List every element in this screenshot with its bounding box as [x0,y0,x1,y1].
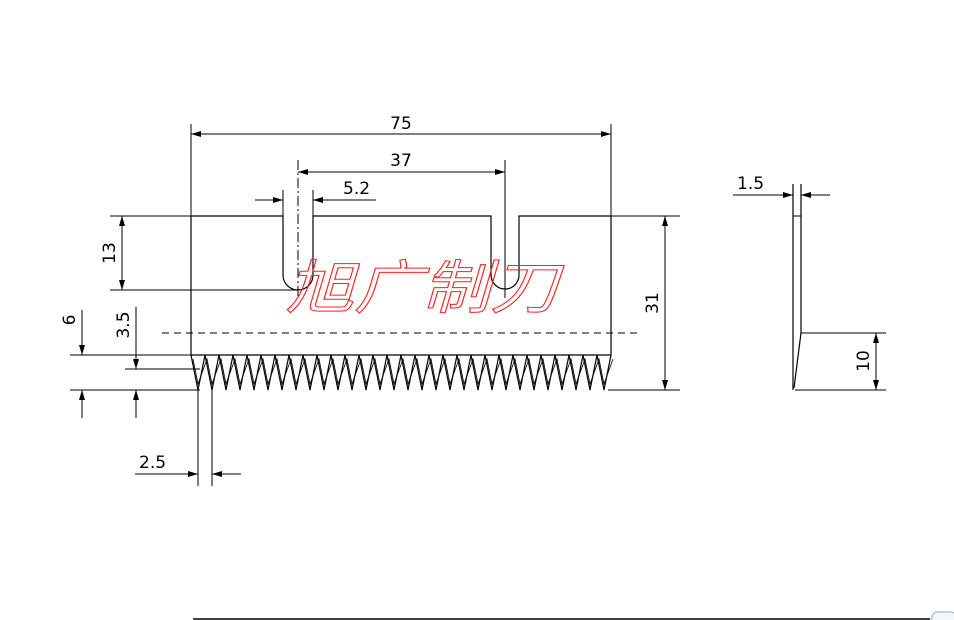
watermark: 旭广制刀 [286,254,565,322]
dim-31-label: 31 [643,292,663,314]
tooth-bevel-line [192,357,614,386]
dimension-slot-width: 5.2 [255,179,376,216]
dim-3-5-label: 3.5 [114,311,134,338]
dimension-tooth-pitch: 2.5 [135,390,241,486]
dim-13-label: 13 [100,242,120,264]
dim-5-2-label: 5.2 [343,179,370,199]
dimension-total-height: 31 [608,215,680,391]
dim-6-label: 6 [60,315,80,326]
dimension-overall-width: 75 [190,114,612,216]
dim-10-label: 10 [854,350,874,372]
dimension-slot-spacing: 37 [298,151,505,175]
dimension-slot-depth: 13 [100,215,298,291]
dim-2-5-label: 2.5 [139,453,166,473]
dim-75-label: 75 [390,114,412,134]
dimension-tooth-depth: 3.5 [114,307,139,418]
serrated-teeth [190,354,614,391]
tooth-profile-line [190,354,612,391]
dim-1-5-label: 1.5 [737,174,764,194]
side-view: 10 1.5 [733,174,886,391]
corner-widget-icon[interactable] [931,611,954,620]
dim-37-label: 37 [390,151,412,171]
